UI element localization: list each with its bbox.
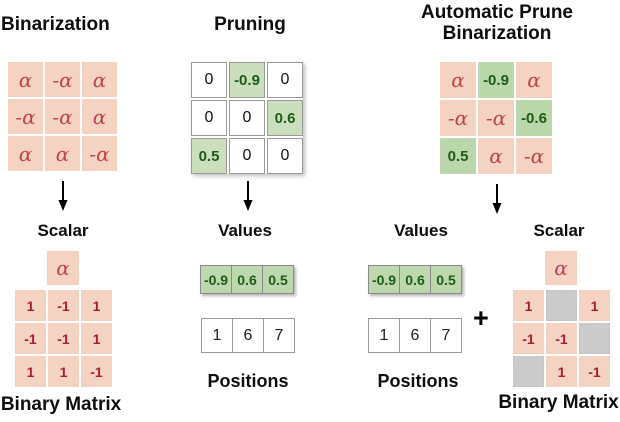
matrix-cell: -1 [48,323,79,354]
matrix-cell: α [45,136,80,171]
value-cell: -0.9 [200,265,232,294]
position-cell: 6 [399,318,431,353]
positions-label: Positions [207,371,289,391]
positions-label: Positions [377,371,459,391]
matrix-cell: -0.9 [478,62,514,98]
down-arrow-icon [492,184,502,214]
matrix-cell: -0.9 [229,62,265,98]
scalar-alpha-cell: α [47,251,79,285]
title-automatic-prune-binarization: Automatic Prune Binarization [392,2,602,44]
matrix-cell: -1 [579,356,610,387]
matrix-cell: 0 [229,100,265,136]
matrix-cell: α [516,62,552,98]
matrix-cell: 1 [513,290,544,321]
matrix-cell: α [478,138,514,174]
position-cell: 7 [430,318,462,353]
position-cell: 6 [232,318,264,353]
matrix-cell: -0.6 [516,100,552,136]
values-label: Values [218,221,272,240]
matrix-cell: α [8,62,43,97]
matrix-cell: -1 [48,290,79,321]
matrix-cell: 0 [267,138,303,174]
matrix-cell: α [8,136,43,171]
matrix-cell: 0.5 [191,138,227,174]
matrix-cell: -α [82,136,117,171]
scalar-label: Scalar [533,221,585,240]
down-arrow-icon [243,181,253,211]
matrix-cell: 1 [546,356,577,387]
scalar-label: Scalar [37,221,89,240]
apb-positions-row: 1 6 7 [368,318,462,353]
matrix-cell: 0 [267,62,303,98]
matrix-cell: -1 [81,356,112,387]
matrix-cell: α [440,62,476,98]
matrix-cell: α [82,62,117,97]
pruning-weight-matrix: 0 -0.9 0 0 0 0.6 0.5 0 0 [191,62,303,174]
title-pruning: Pruning [214,14,286,35]
matrix-cell: -1 [15,323,46,354]
matrix-cell: 1 [15,356,46,387]
apb-weight-matrix: α -0.9 α -α -α -0.6 0.5 α -α [440,62,552,174]
position-cell: 1 [368,318,400,353]
matrix-cell: α [82,99,117,134]
position-cell: 7 [263,318,295,353]
binarization-weight-matrix: α -α α -α -α α α α -α [8,62,117,171]
binary-matrix: 1 -1 1 -1 -1 1 1 1 -1 [15,290,112,387]
matrix-cell: -α [478,100,514,136]
value-cell: 0.5 [430,265,462,294]
matrix-cell: -α [8,99,43,134]
plus-operator: + [473,303,489,333]
matrix-cell: -α [440,100,476,136]
masked-binary-matrix: 1 1 -1 -1 1 -1 [513,290,610,387]
scalar-alpha-cell: α [545,251,577,285]
matrix-cell [546,290,577,321]
matrix-cell: 0.6 [267,100,303,136]
down-arrow-icon [58,181,68,211]
matrix-cell: 0 [191,62,227,98]
matrix-cell: 1 [579,290,610,321]
value-cell: 0.5 [262,265,294,294]
values-label: Values [394,221,448,240]
matrix-cell: -α [45,99,80,134]
apb-values-row: -0.9 0.6 0.5 [368,265,462,294]
value-cell: -0.9 [368,265,400,294]
matrix-cell: 0 [191,100,227,136]
value-cell: 0.6 [231,265,263,294]
matrix-cell: 1 [15,290,46,321]
apb-title-line1: Automatic Prune [420,2,574,23]
matrix-cell: 1 [81,290,112,321]
position-cell: 1 [201,318,233,353]
matrix-cell: 1 [81,323,112,354]
binary-matrix-label: Binary Matrix [0,394,122,415]
matrix-cell: -1 [513,323,544,354]
matrix-cell: 1 [48,356,79,387]
pruning-positions-row: 1 6 7 [201,318,295,353]
apb-title-line2: Binarization [442,23,552,44]
pruning-values-row: -0.9 0.6 0.5 [200,265,294,294]
matrix-cell [513,356,544,387]
matrix-cell: -α [516,138,552,174]
matrix-cell [579,323,610,354]
matrix-cell: 0.5 [440,138,476,174]
matrix-cell: -α [45,62,80,97]
title-binarization: Binarization [1,14,110,35]
binary-matrix-label: Binary Matrix [498,392,619,413]
value-cell: 0.6 [399,265,431,294]
matrix-cell: -1 [546,323,577,354]
matrix-cell: 0 [229,138,265,174]
